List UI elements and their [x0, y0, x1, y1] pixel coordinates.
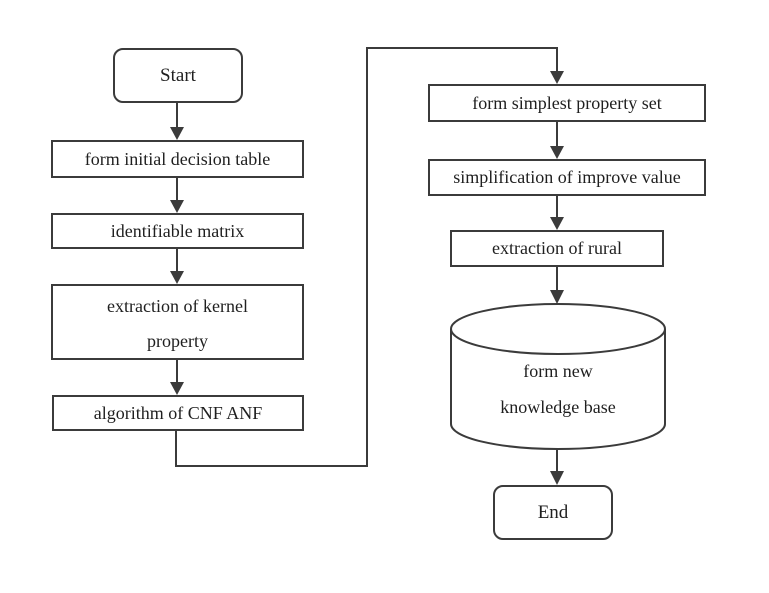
edge-start-to-initial-arrow [170, 102, 184, 140]
edge-cnf-to-simplest-elbow-arrow [175, 47, 564, 467]
node-identifiable-matrix-label: identifiable matrix [110, 220, 245, 241]
node-simplification-of-improve-value: simplification of improve value [428, 159, 706, 196]
node-extraction-of-kernel-property: extraction of kernel property [51, 284, 304, 360]
node-extraction-of-kernel-property-label-line1: extraction of kernel [107, 296, 248, 317]
node-form-new-knowledge-base-label-line1: form new [523, 361, 593, 381]
node-end-label: End [537, 501, 569, 523]
edge-improve-to-rural-arrow [550, 196, 564, 230]
node-end: End [493, 485, 613, 540]
node-identifiable-matrix: identifiable matrix [51, 213, 304, 249]
node-algorithm-of-cnf-anf: algorithm of CNF ANF [52, 395, 304, 431]
node-extraction-of-rural: extraction of rural [450, 230, 664, 267]
node-form-simplest-property-set: form simplest property set [428, 84, 706, 122]
node-start: Start [113, 48, 243, 103]
node-form-simplest-property-set-label: form simplest property set [472, 92, 662, 113]
node-form-new-knowledge-base: form new knowledge base [451, 353, 665, 425]
edge-kernel-to-cnf-arrow [170, 360, 184, 395]
node-extraction-of-rural-label: extraction of rural [492, 238, 622, 259]
edge-matrix-to-kernel-arrow [170, 249, 184, 284]
edge-initial-to-matrix-arrow [170, 178, 184, 213]
node-form-initial-decision-table-label: form initial decision table [84, 148, 271, 169]
node-simplification-of-improve-value-label: simplification of improve value [453, 167, 681, 188]
node-algorithm-of-cnf-anf-label: algorithm of CNF ANF [93, 402, 263, 423]
node-form-initial-decision-table: form initial decision table [51, 140, 304, 178]
node-form-new-knowledge-base-label-line2: knowledge base [500, 397, 616, 417]
node-start-label: Start [160, 64, 196, 86]
edge-knowledgebase-to-end-arrow [550, 449, 564, 485]
knowledge-base-cylinder-shape [450, 303, 666, 450]
edge-simplest-to-improve-arrow [550, 122, 564, 159]
node-extraction-of-kernel-property-label-line2: property [147, 331, 208, 351]
edge-rural-to-knowledgebase-arrow [550, 267, 564, 304]
